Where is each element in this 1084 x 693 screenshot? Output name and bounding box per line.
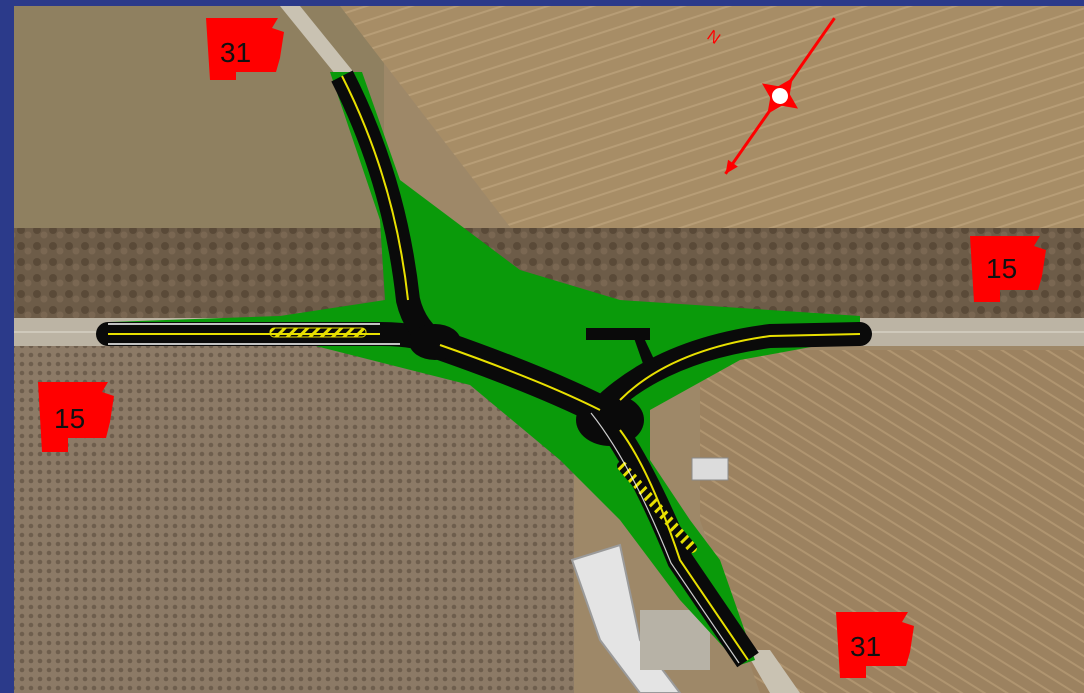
shield-label: 31 <box>220 37 251 68</box>
shield-hwy31-south: 31 <box>836 612 914 678</box>
median-west <box>269 327 367 338</box>
arkansas-shield-icon <box>970 236 1046 302</box>
arkansas-shield-icon <box>38 382 114 452</box>
access-driveway <box>586 328 650 340</box>
shield-hwy31-north: 31 <box>206 18 284 80</box>
shield-label: 15 <box>986 253 1017 284</box>
shield-hwy15-east: 15 <box>970 236 1046 302</box>
existing-highway-31-north <box>280 6 360 80</box>
north-arrow <box>724 17 836 175</box>
field-northeast <box>280 6 1084 250</box>
house-building <box>691 457 729 481</box>
warehouse-building <box>570 543 682 693</box>
proposed-intersection <box>96 70 872 668</box>
shield-label: 15 <box>54 403 85 434</box>
field-northwest <box>14 6 384 236</box>
shield-label: 31 <box>850 631 881 662</box>
field-southeast <box>700 350 1084 693</box>
arkansas-shield-icon <box>836 612 914 678</box>
shield-hwy15-west: 15 <box>38 382 114 452</box>
existing-highway-31-south <box>745 650 800 693</box>
arkansas-shield-icon <box>206 18 284 80</box>
parking-lot <box>640 610 710 670</box>
